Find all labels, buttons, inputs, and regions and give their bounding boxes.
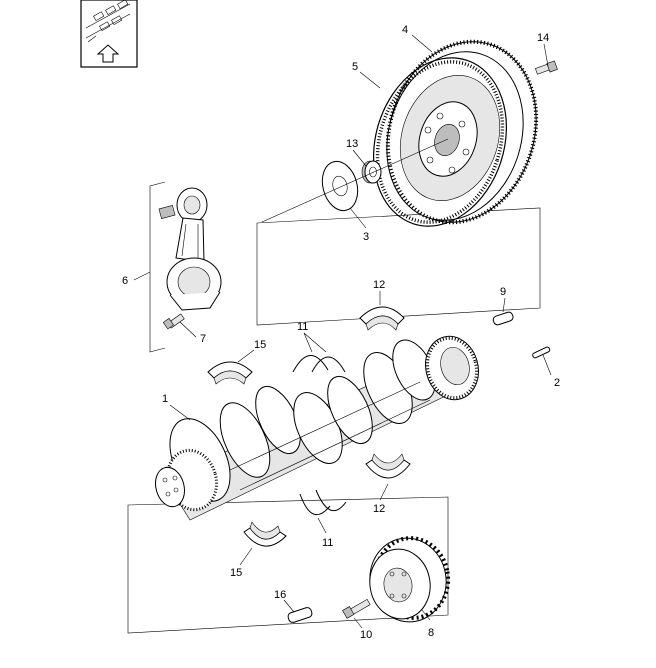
connecting-rod [158, 187, 222, 311]
crankshaft-pulley [369, 536, 451, 623]
up-arrow-icon [96, 44, 120, 63]
connecting-rod-bolt [162, 313, 185, 330]
callout-6: 6 [122, 275, 128, 287]
callout-12-lower: 12 [373, 503, 385, 515]
group-bracket-connecting-rod [149, 181, 166, 353]
thrust-washer [321, 160, 359, 212]
main-bearing-shell-15-lower [243, 521, 287, 547]
callout-12-upper: 12 [373, 279, 385, 291]
flywheel [385, 39, 539, 225]
callout-8: 8 [428, 627, 434, 639]
ring-gear [372, 57, 508, 227]
leader-lines [133, 34, 552, 629]
callout-10: 10 [360, 629, 372, 641]
callout-4: 4 [402, 24, 408, 36]
callout-16: 16 [274, 589, 286, 601]
callout-13: 13 [346, 138, 358, 150]
dowel-pin-9 [492, 311, 514, 326]
callout-5: 5 [352, 61, 358, 73]
callout-14: 14 [537, 32, 549, 44]
pilot-bearing [361, 160, 382, 184]
crankshaft [155, 335, 479, 521]
group-bracket-lower [127, 496, 449, 634]
engine-orientation-icon [80, 0, 138, 68]
thrust-washer-halves-upper [292, 355, 346, 373]
callout-3: 3 [363, 231, 369, 243]
dowel-pin-16 [287, 607, 313, 623]
callout-labels: 1 2 3 4 5 6 7 8 9 10 11 11 12 12 13 14 1… [122, 24, 560, 641]
callout-11-lower: 11 [322, 537, 333, 549]
flywheel-bolt [535, 60, 558, 75]
callout-2: 2 [554, 377, 560, 389]
thrust-washer-halves-lower [299, 489, 347, 516]
callout-11-upper: 11 [297, 321, 308, 333]
dowel-pin-2 [532, 346, 551, 359]
callout-15-lower: 15 [230, 567, 242, 579]
group-bracket-upper [256, 207, 541, 326]
callout-1: 1 [162, 393, 168, 405]
callout-9: 9 [500, 286, 506, 298]
callout-7: 7 [200, 333, 206, 345]
callout-15-upper: 15 [254, 339, 266, 351]
main-bearing-shell-lower [365, 453, 411, 479]
main-bearing-shell-upper [359, 306, 405, 331]
pulley-bolt [342, 598, 371, 619]
main-bearing-shell-15-upper [207, 361, 253, 385]
